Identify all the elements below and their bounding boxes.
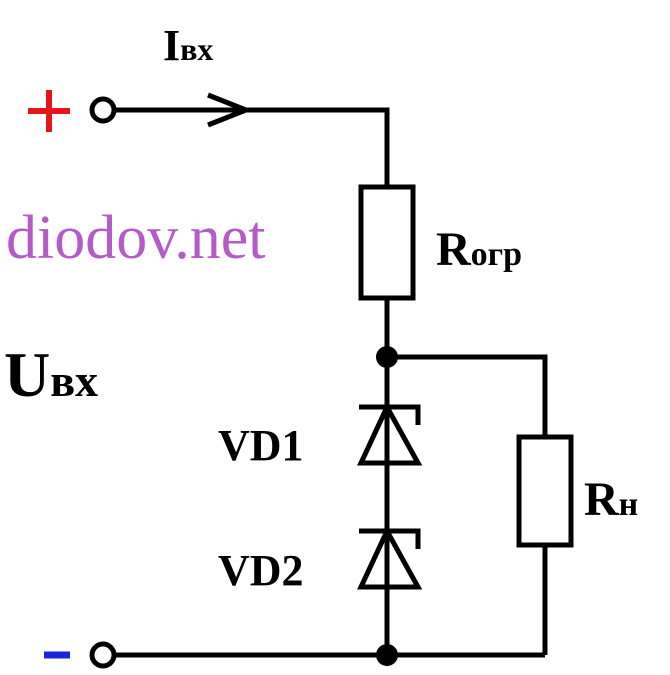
current-arrow-icon	[207, 92, 253, 128]
limiting-resistor	[358, 184, 416, 301]
limiting-resistor-label: Rогр	[436, 223, 522, 276]
junction-node-top	[376, 346, 398, 368]
load-branch-wire	[387, 354, 548, 655]
top-wire	[113, 107, 390, 187]
input-voltage-label: Uвх	[4, 339, 98, 410]
vd2-label: VD2	[218, 546, 304, 595]
input-current-label: Iвх	[163, 21, 213, 70]
watermark: diodov.net	[6, 204, 265, 272]
plus-terminal	[89, 96, 117, 124]
zener-diode-vd1	[357, 401, 423, 466]
minus-terminal	[89, 641, 117, 669]
load-resistor-label: Rн	[584, 473, 638, 526]
junction-node-bottom	[376, 644, 398, 666]
load-resistor	[516, 434, 574, 548]
zener-diode-vd2	[357, 525, 423, 590]
plus-sign-icon	[28, 90, 70, 132]
vd1-label: VD1	[218, 421, 304, 470]
